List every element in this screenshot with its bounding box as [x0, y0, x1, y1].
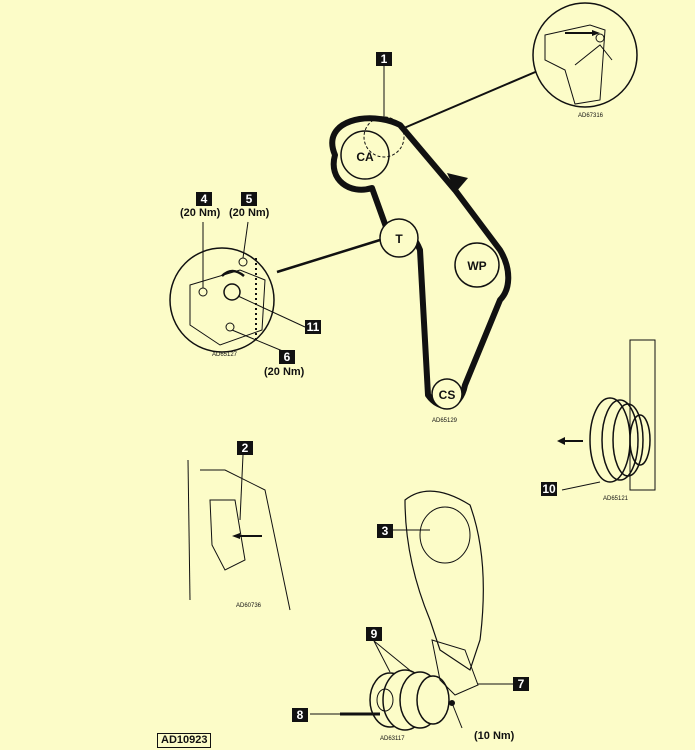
- callout-2: 2: [237, 441, 253, 455]
- code-left: AD60736: [236, 603, 262, 609]
- detail-marker-circle: [363, 116, 405, 158]
- tensioner-pulley: [379, 218, 419, 258]
- detail-left: [187, 454, 291, 611]
- callout-7: 7: [513, 677, 529, 691]
- pulley-label-t: T: [395, 232, 403, 246]
- figure-reference: AD10923: [157, 733, 212, 748]
- callout-8: 8: [292, 708, 308, 722]
- detail-crank-pulley: [310, 639, 513, 731]
- code-main: AD65129: [432, 418, 458, 424]
- torque-6: (20 Nm): [264, 366, 305, 378]
- callout-10: 10: [541, 482, 557, 496]
- code-top-right: AD67316: [578, 113, 604, 119]
- pulley-label-wp: WP: [467, 259, 487, 273]
- callout-11: 11: [305, 320, 321, 334]
- torque-5: (20 Nm): [229, 207, 270, 219]
- torque-7: (10 Nm): [474, 730, 515, 742]
- callout-9: 9: [366, 627, 382, 641]
- callout-5: 5: [241, 192, 257, 206]
- inset-top-right: [532, 2, 638, 108]
- detail-right: [557, 339, 656, 491]
- callout-6: 6: [279, 350, 295, 364]
- code-tensioner: AD65127: [212, 352, 238, 358]
- water-pump-pulley: [454, 242, 500, 288]
- crankshaft-pulley: [431, 378, 463, 410]
- callout-1: 1: [376, 52, 392, 66]
- code-bottom: AD63117: [380, 736, 405, 742]
- callout-3: 3: [377, 524, 393, 538]
- torque-4: (20 Nm): [180, 207, 221, 219]
- callout-4: 4: [196, 192, 212, 206]
- camshaft-pulley: [340, 130, 390, 180]
- detail-cover: [392, 490, 484, 671]
- rotation-arrow-icon: [447, 173, 468, 192]
- pulley-label-cs: CS: [438, 388, 456, 402]
- code-right: AD65121: [603, 496, 629, 502]
- pulley-label-ca: CA: [356, 150, 374, 164]
- inset-tensioner: [169, 247, 275, 353]
